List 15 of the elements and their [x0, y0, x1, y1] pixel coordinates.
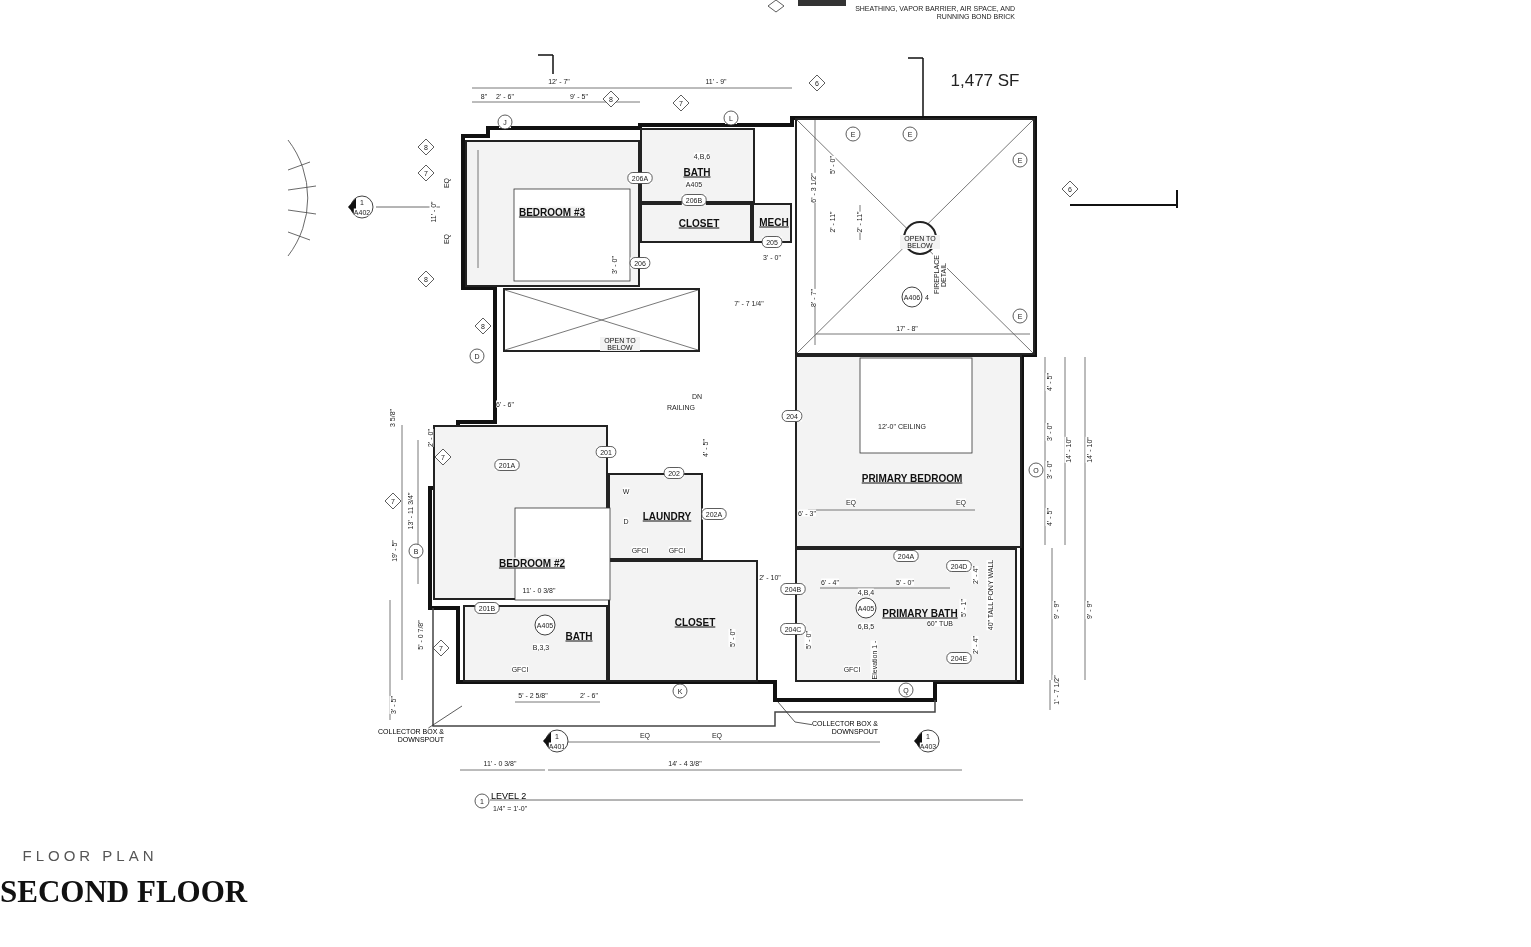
room-label: BEDROOM #3	[518, 206, 586, 218]
room-label: BATH	[565, 630, 593, 642]
room-label: CLOSET	[674, 616, 716, 628]
title: SECOND FLOOR	[0, 874, 248, 910]
room-label: PRIMARY BEDROOM	[861, 472, 963, 484]
room-label: PRIMARY BATH	[882, 607, 958, 619]
leader-line	[428, 705, 463, 729]
leader-line	[777, 701, 813, 726]
room-label: LAUNDRY	[642, 510, 692, 522]
caption: LEVEL 2	[491, 791, 527, 801]
room-label: MECH	[759, 216, 789, 228]
room-label: CLOSET	[678, 217, 720, 229]
area-text: 1,477 SF	[950, 71, 1020, 89]
room-label: BEDROOM #2	[498, 557, 566, 569]
room-label: BATH	[683, 166, 711, 178]
